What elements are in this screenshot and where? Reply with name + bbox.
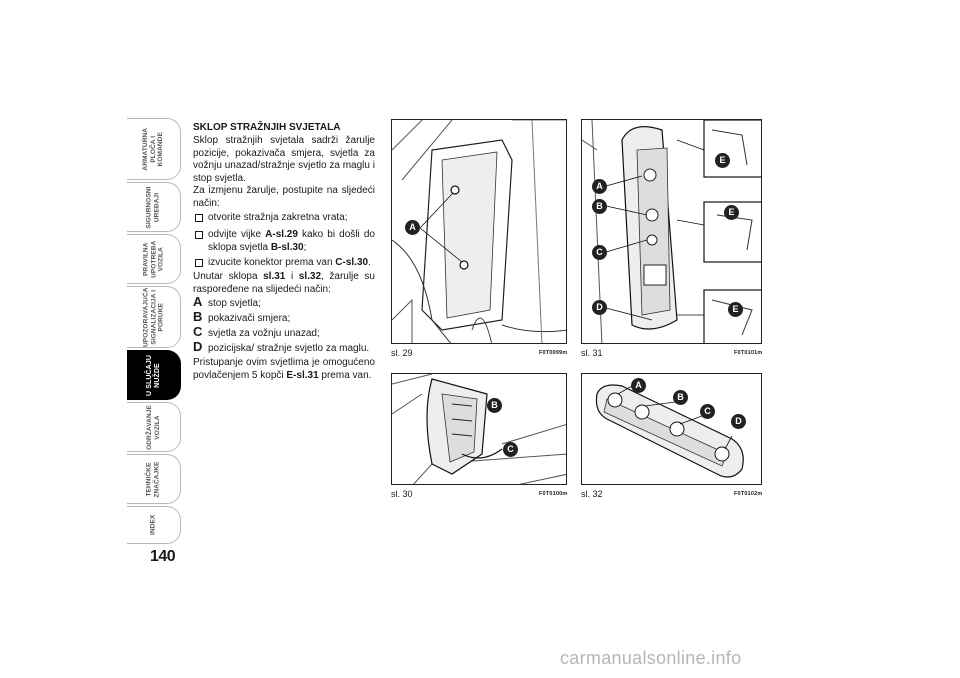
- side-tab-armaturna[interactable]: ARMATURNA PLOČA I KOMANDE: [127, 118, 181, 180]
- marker-b: B: [592, 199, 607, 214]
- side-tab-tehnicke[interactable]: TEHNIČKE ZNAČAJKE: [127, 454, 181, 504]
- figure-32: A B C D: [581, 373, 762, 485]
- marker-a: A: [405, 220, 420, 235]
- figure-29-illustration: [392, 120, 566, 343]
- side-tab-sigurnosni[interactable]: SIGURNOSNI UREĐAJI: [127, 182, 181, 232]
- step-unscrew: odvijte vijke A-sl.29 kako bi došli do s…: [193, 229, 375, 255]
- side-tab-odrzavanje[interactable]: ODRŽAVANJE VOZILA: [127, 402, 181, 452]
- side-tab-upozoravajuca[interactable]: UPOZORAVAJUĆA SIGNALIZACIJA I PORUKE: [127, 286, 181, 348]
- marker-a: A: [631, 378, 646, 393]
- figure-code-31: F0T0101m: [734, 350, 763, 356]
- figure-code-29: F0T0099m: [539, 350, 568, 356]
- section-title: SKLOP STRAŽNJIH SVJETALA: [193, 122, 341, 133]
- page-number: 140: [150, 548, 176, 565]
- watermark: carmanualsonline.info: [560, 648, 742, 668]
- checkbox-icon: [195, 231, 203, 239]
- checkbox-icon: [195, 259, 203, 267]
- side-tab-pravilna[interactable]: PRAVILNA UPOTREBA VOZILA: [127, 234, 181, 284]
- caption-sl-30: sl. 30: [391, 489, 413, 499]
- checkbox-icon: [195, 214, 203, 222]
- figure-31-illustration: [582, 120, 761, 343]
- figure-code-32: F0T0102m: [734, 491, 763, 497]
- access-paragraph: Pristupanje ovim svjetlima je omogućeno …: [193, 357, 375, 381]
- marker-e: E: [715, 153, 730, 168]
- figure-30-illustration: [392, 374, 566, 484]
- marker-e: E: [728, 302, 743, 317]
- marker-b: B: [487, 398, 502, 413]
- figure-31: A B C D E E E: [581, 119, 762, 344]
- figure-code-30: F0T0100m: [539, 491, 568, 497]
- marker-e: E: [724, 205, 739, 220]
- marker-c: C: [503, 442, 518, 457]
- step-open-doors: otvorite stražnja zakretna vrata;: [193, 212, 375, 225]
- marker-a: A: [592, 179, 607, 194]
- caption-sl-32: sl. 32: [581, 489, 603, 499]
- marker-d: D: [731, 414, 746, 429]
- caption-sl-31: sl. 31: [581, 348, 603, 358]
- figure-29: A: [391, 119, 567, 344]
- step-connector: izvucite konektor prema van C-sl.30.: [193, 257, 375, 270]
- intro-paragraph: Sklop stražnjih svjetala sadrži žarulje …: [193, 135, 375, 184]
- side-tab-index[interactable]: INDEX: [127, 506, 181, 544]
- marker-b: B: [673, 390, 688, 405]
- layout-paragraph: Unutar sklopa sl.31 i sl.32, žarulje su …: [193, 271, 375, 295]
- marker-c: C: [592, 245, 607, 260]
- figure-32-illustration: [595, 384, 744, 478]
- figure-30: B C: [391, 373, 567, 485]
- instruction-paragraph: Za izmjenu žarulje, postupite na sljedeć…: [193, 185, 375, 209]
- marker-d: D: [592, 300, 607, 315]
- marker-c: C: [700, 404, 715, 419]
- caption-sl-29: sl. 29: [391, 348, 413, 358]
- side-tab-u-slucaju-nuzde[interactable]: U SLUČAJU NUŽDE: [127, 350, 181, 400]
